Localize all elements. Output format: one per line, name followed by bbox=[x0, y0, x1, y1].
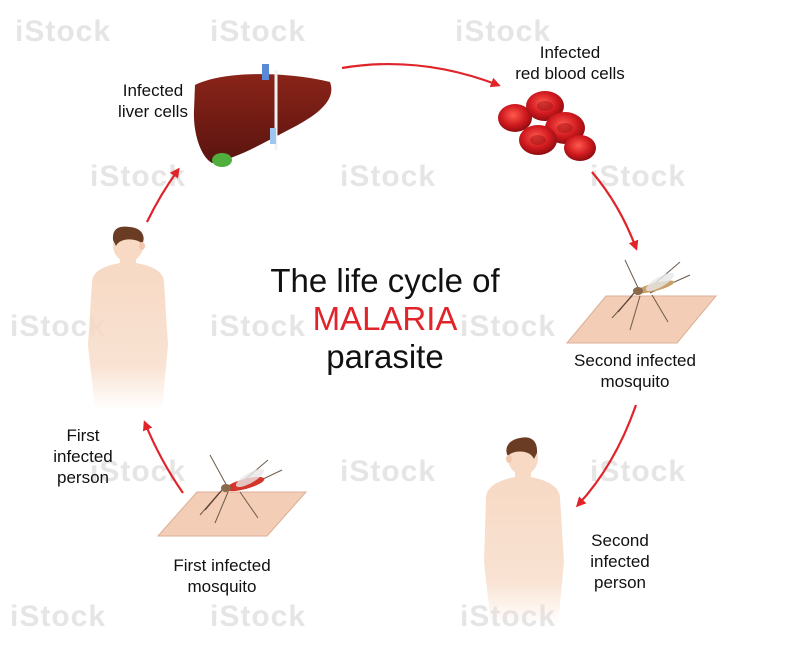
title-line-3: parasite bbox=[250, 338, 520, 376]
title-line-1: The life cycle of bbox=[250, 262, 520, 300]
second-person-illustration bbox=[484, 437, 564, 625]
red-blood-cells-illustration bbox=[498, 91, 596, 161]
label-first-infected-mosquito: First infected mosquito bbox=[152, 555, 292, 597]
liver-illustration bbox=[194, 64, 331, 167]
label-second-infected-person: Second infected person bbox=[570, 530, 670, 593]
arrow-first-person-to-liver bbox=[147, 170, 178, 222]
second-mosquito-illustration bbox=[567, 260, 716, 343]
arrow-mosquito-to-second-person bbox=[578, 405, 636, 505]
diagram-title: The life cycle of MALARIA parasite bbox=[250, 262, 520, 376]
first-mosquito-illustration bbox=[158, 455, 306, 536]
label-second-infected-mosquito: Second infected mosquito bbox=[560, 350, 710, 392]
arrow-first-mosquito-to-first-person bbox=[145, 423, 183, 493]
title-malaria: MALARIA bbox=[250, 300, 520, 338]
label-infected-liver-cells: Infected liver cells bbox=[98, 80, 208, 122]
label-infected-red-blood-cells: Infected red blood cells bbox=[500, 42, 640, 84]
first-person-illustration bbox=[88, 227, 168, 410]
label-first-infected-person: First infected person bbox=[38, 425, 128, 488]
arrow-blood-to-mosquito bbox=[592, 172, 636, 248]
arrow-liver-to-blood bbox=[342, 64, 498, 85]
